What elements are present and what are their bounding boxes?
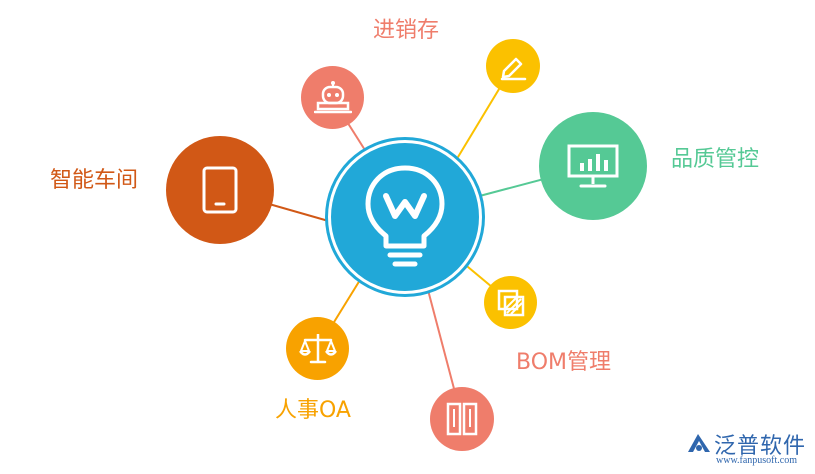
lightbulb-w-icon [365,165,445,267]
jxc-label: 进销存 [373,18,440,43]
brand-logo: 泛普软件 www.fanpusoft.com [684,428,810,470]
scale-icon [298,333,337,363]
bom-node [484,276,537,329]
monitor-chart-icon [567,144,619,188]
quality-node [539,112,647,220]
bom-label: BOM管理 [516,350,612,375]
book-node [430,387,494,451]
center-node [328,140,482,294]
robot-laptop-icon [313,80,352,113]
pencil-icon [500,57,527,81]
jxc-node [301,66,364,129]
brand-url: www.fanpusoft.com [716,455,798,466]
workshop-node [166,136,274,244]
quality-label: 品质管控 [671,147,760,172]
tablet-icon [202,166,238,214]
workshop-label: 智能车间 [50,168,139,193]
brand-name: 泛普软件 [714,434,807,459]
layers-icon [497,289,524,316]
hr-label: 人事OA [275,398,351,423]
pen-node [486,39,540,93]
hr-node [286,317,349,380]
brand-mark-icon [688,434,710,452]
book-icon [446,402,478,436]
